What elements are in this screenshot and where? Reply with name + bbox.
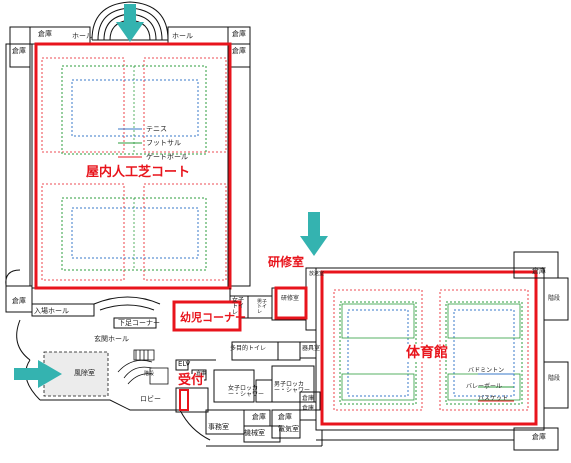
room-label: 階段 bbox=[548, 375, 561, 382]
reception-title: 受付 bbox=[178, 373, 205, 388]
room-label: 倉庫 bbox=[532, 433, 546, 441]
room-label: ホール bbox=[72, 32, 93, 40]
room-label: 下足コーナー bbox=[118, 319, 160, 327]
room-label: ロビー bbox=[140, 395, 161, 403]
room-label: 倉庫 bbox=[12, 297, 26, 305]
training-room-title: 研修室 bbox=[268, 255, 305, 269]
room-label: 放送室 bbox=[309, 271, 325, 277]
gym-legend-volleyball: バレーボール bbox=[466, 383, 503, 390]
gymnasium-highlight bbox=[320, 270, 538, 426]
kids-corner-title: 幼児コーナー bbox=[180, 311, 246, 324]
arrow-top-icon bbox=[116, 4, 144, 42]
room-label: 女子ロッカー・シャワー bbox=[228, 385, 265, 398]
room-label: 倉庫 bbox=[232, 47, 246, 55]
room-label: 階段 bbox=[144, 371, 155, 377]
room-label: 男子トイレ bbox=[257, 299, 268, 315]
arrow-right-side-icon bbox=[300, 212, 328, 256]
gym-side-rooms bbox=[299, 251, 569, 451]
entrance-arrows bbox=[14, 4, 328, 388]
turf-court-highlight bbox=[34, 42, 232, 290]
room-label: 多目的トイレ bbox=[230, 345, 267, 352]
gym-legend-basketball: バスケット bbox=[478, 395, 509, 402]
reception-counter bbox=[179, 389, 189, 411]
room-label: 事務室 bbox=[208, 423, 229, 431]
training-room-highlight bbox=[274, 286, 308, 320]
room-label: 倉庫 bbox=[252, 413, 266, 421]
legend-tennis: テニス bbox=[146, 125, 167, 133]
gymnasium-title: 体育館 bbox=[406, 345, 448, 361]
legend-futsal: フットサル bbox=[146, 139, 181, 147]
room-label: 研修室 bbox=[281, 295, 300, 302]
room-label: 機械室 bbox=[244, 429, 265, 437]
room-label: 倉庫 bbox=[232, 30, 246, 38]
room-label: 倉庫 bbox=[302, 395, 315, 402]
room-label: 風除室 bbox=[74, 369, 95, 377]
room-label: 階段 bbox=[548, 295, 561, 302]
legend-gateball: ゲートボール bbox=[146, 153, 188, 161]
room-label: 倉庫 bbox=[12, 47, 26, 55]
room-label: 倉庫 bbox=[38, 30, 52, 38]
room-label: 倉庫 bbox=[196, 371, 207, 377]
room-label: ELV bbox=[178, 360, 191, 368]
turf-court-title: 屋内人工芝コート bbox=[86, 165, 191, 180]
gym-legend-badminton: バドミントン bbox=[468, 367, 505, 374]
room-label: 倉庫 bbox=[532, 267, 546, 275]
room-label: 器具室 bbox=[302, 345, 321, 352]
room-label: 女子トイレ bbox=[232, 297, 245, 316]
room-label: 電気室 bbox=[278, 425, 299, 433]
room-label: 倉庫 bbox=[302, 405, 315, 412]
lower-left-stairs bbox=[117, 349, 169, 385]
room-label: ホール bbox=[172, 32, 193, 40]
kids-corner-highlight bbox=[172, 300, 242, 332]
room-label: 入場ホール bbox=[34, 307, 69, 315]
arrow-left-icon bbox=[14, 360, 62, 388]
room-label: 男子ロッカー・シャワー bbox=[274, 381, 311, 394]
room-label: 玄関ホール bbox=[94, 335, 129, 343]
room-label: 倉庫 bbox=[278, 413, 292, 421]
